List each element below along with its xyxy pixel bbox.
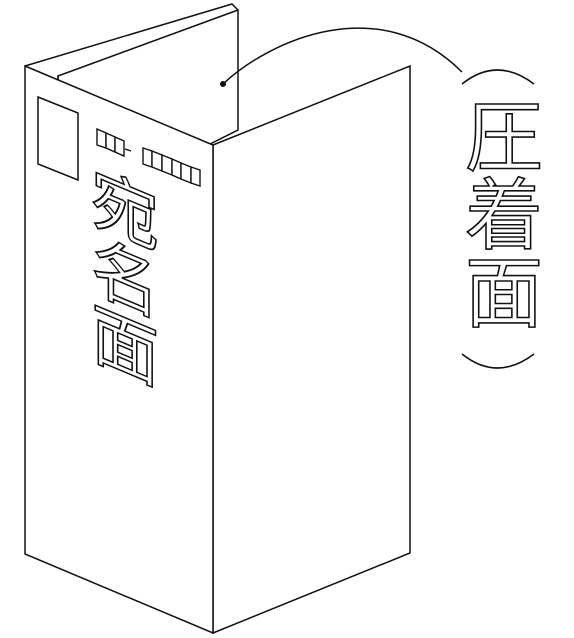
address-side-label: 宛名面 bbox=[80, 156, 160, 393]
close-bracket bbox=[461, 353, 535, 369]
postal-code-box bbox=[180, 161, 192, 185]
postal-code-box bbox=[171, 157, 182, 181]
leader-dot bbox=[220, 81, 226, 87]
address-side-label-group: 宛名面 bbox=[79, 155, 160, 394]
right-panel bbox=[212, 64, 411, 635]
leader-line bbox=[222, 27, 463, 85]
top-fold-edge bbox=[24, 3, 239, 67]
postal-code-box bbox=[190, 166, 201, 187]
postal-code-box bbox=[142, 147, 153, 168]
postal-code-dash bbox=[124, 148, 132, 152]
pressure-side-label: 圧着面 bbox=[452, 96, 542, 330]
postal-code-box bbox=[105, 131, 116, 154]
postal-code-box bbox=[114, 135, 125, 158]
stamp-box bbox=[37, 95, 79, 182]
postal-code-box bbox=[151, 149, 163, 173]
postal-code-box bbox=[96, 127, 107, 149]
postal-code-box bbox=[161, 153, 173, 177]
open-bracket bbox=[461, 69, 535, 85]
postal-code-boxes bbox=[96, 127, 201, 187]
front-panel bbox=[24, 64, 214, 635]
